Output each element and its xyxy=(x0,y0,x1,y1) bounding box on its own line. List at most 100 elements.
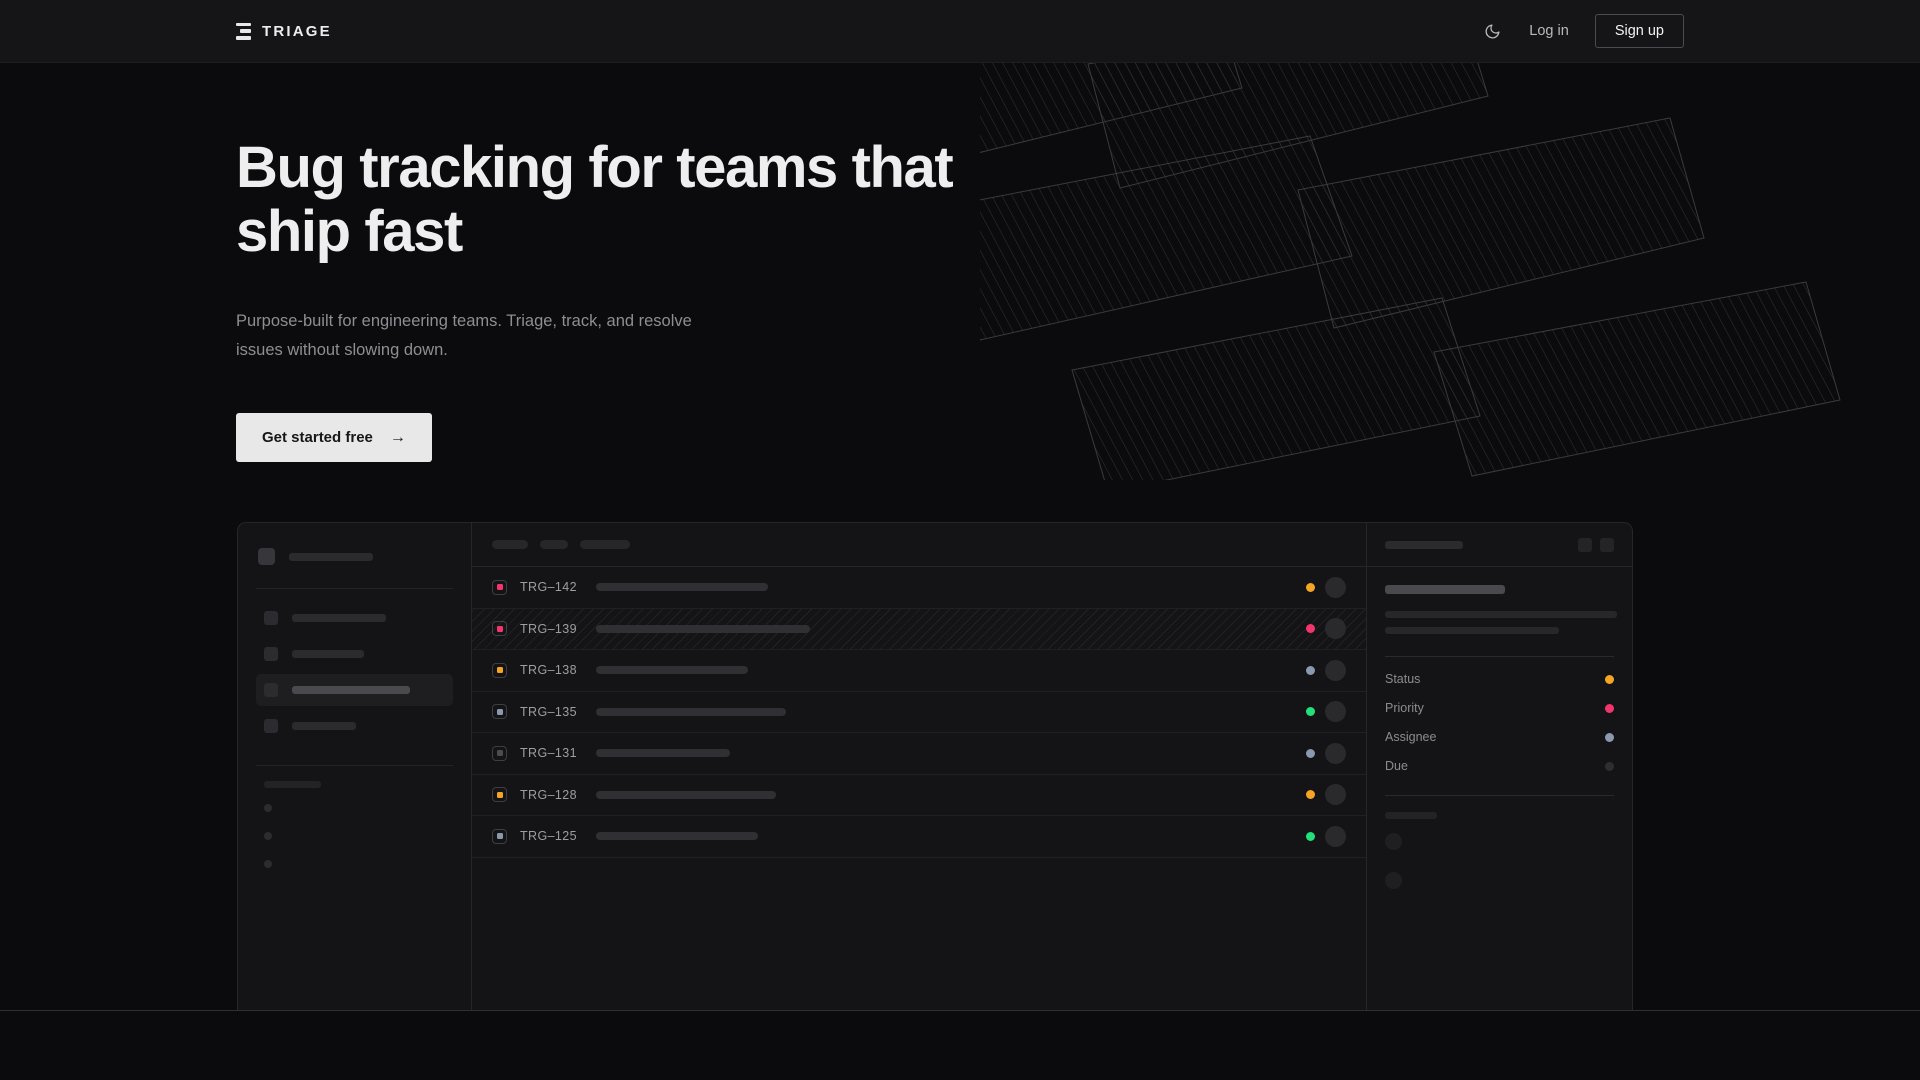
workspace-name-skeleton xyxy=(289,552,373,561)
detail-title-skeleton xyxy=(1385,540,1463,549)
sidebar-sub-item-0[interactable] xyxy=(256,794,453,822)
row-meta xyxy=(1306,618,1346,640)
issue-title-skeleton xyxy=(596,666,748,675)
workspace-header[interactable] xyxy=(256,539,453,565)
get-started-button[interactable]: Get started free → xyxy=(236,413,432,462)
severity-icon xyxy=(492,579,507,595)
severity-icon xyxy=(492,745,507,761)
sidebar-item-icon xyxy=(264,611,278,625)
avatar xyxy=(1325,742,1346,764)
detail-field-priority[interactable]: Priority xyxy=(1385,686,1614,715)
detail-field-value xyxy=(1605,703,1614,713)
issue-id: TRG–135 xyxy=(520,704,577,719)
issue-title-skeleton xyxy=(596,832,758,841)
table-row[interactable]: TRG–139 xyxy=(472,608,1366,650)
avatar xyxy=(1325,576,1346,598)
row-meta xyxy=(1306,659,1346,681)
nav-actions: Log in Sign up xyxy=(1481,14,1684,48)
status-badge xyxy=(1306,831,1315,841)
detail-divider xyxy=(1385,656,1614,657)
stacked-bars-logo-icon xyxy=(236,22,251,40)
avatar xyxy=(1325,825,1346,847)
issue-list-toolbar xyxy=(472,523,1366,567)
sidebar-item-0[interactable] xyxy=(256,602,453,634)
status-badge xyxy=(1306,790,1315,800)
detail-action-1[interactable] xyxy=(1578,537,1592,552)
row-meta xyxy=(1306,576,1346,598)
sidebar-item-1[interactable] xyxy=(256,638,453,670)
issue-title-skeleton xyxy=(596,749,730,758)
activity-avatar-1 xyxy=(1385,872,1402,889)
sidebar-sub-dot-icon xyxy=(264,860,272,868)
table-row[interactable]: TRG–135 xyxy=(472,692,1366,733)
row-meta xyxy=(1306,784,1346,806)
list-filter-chip-0[interactable] xyxy=(492,540,528,549)
table-row[interactable]: TRG–142 xyxy=(472,567,1366,609)
severity-icon xyxy=(492,621,507,637)
page-bottom-divider xyxy=(0,1010,1920,1011)
sidebar-item-icon xyxy=(264,719,278,733)
detail-heading-skeleton xyxy=(1385,585,1505,594)
issue-title-skeleton xyxy=(596,583,768,592)
severity-icon xyxy=(492,662,507,678)
detail-action-2[interactable] xyxy=(1600,537,1614,552)
row-meta xyxy=(1306,742,1346,764)
status-badge xyxy=(1306,624,1315,634)
table-row[interactable]: TRG–128 xyxy=(472,775,1366,816)
sidebar-sub-dot-icon xyxy=(264,804,272,812)
detail-field-assignee[interactable]: Assignee xyxy=(1385,715,1614,744)
severity-icon xyxy=(492,828,507,844)
activity-label-skeleton xyxy=(1385,812,1437,819)
table-row[interactable]: TRG–131 xyxy=(472,733,1366,775)
workspace-avatar-icon xyxy=(258,548,275,565)
activity-avatar-0 xyxy=(1385,833,1402,850)
row-meta xyxy=(1306,825,1346,847)
sidebar-sub-dot-icon xyxy=(264,832,272,840)
detail-field-status[interactable]: Status xyxy=(1385,657,1614,686)
detail-field-label: Priority xyxy=(1385,701,1424,715)
preview-sidebar xyxy=(238,523,472,1010)
issue-id: TRG–139 xyxy=(520,621,577,636)
issue-id: TRG–142 xyxy=(520,580,577,595)
issue-id: TRG–128 xyxy=(520,787,577,802)
hero-subheading: Purpose-built for engineering teams. Tri… xyxy=(236,312,692,359)
list-filter-chip-1[interactable] xyxy=(540,540,568,549)
arrow-right-icon: → xyxy=(389,428,406,446)
sidebar-item-label-skeleton xyxy=(292,650,364,658)
detail-actions xyxy=(1578,537,1614,552)
detail-body-skeleton-0 xyxy=(1385,611,1617,618)
detail-field-due[interactable]: Due xyxy=(1385,744,1614,773)
signup-button[interactable]: Sign up xyxy=(1594,14,1684,48)
detail-divider-2 xyxy=(1385,795,1614,796)
sidebar-item-icon xyxy=(264,647,278,661)
avatar xyxy=(1325,659,1346,681)
sidebar-item-3[interactable] xyxy=(256,710,453,742)
avatar xyxy=(1325,701,1346,723)
sidebar-item-2[interactable] xyxy=(256,674,453,706)
issue-id: TRG–131 xyxy=(520,746,577,761)
detail-field-label: Due xyxy=(1385,759,1408,773)
avatar xyxy=(1325,618,1346,640)
severity-icon xyxy=(492,704,507,720)
sidebar-sub-item-2[interactable] xyxy=(256,850,453,878)
issue-title-skeleton xyxy=(596,790,776,799)
table-row[interactable]: TRG–125 xyxy=(472,816,1366,858)
issue-title-skeleton xyxy=(596,624,810,633)
list-filter-chip-2[interactable] xyxy=(580,540,630,549)
status-badge xyxy=(1306,748,1315,758)
detail-field-label: Status xyxy=(1385,672,1421,686)
status-badge xyxy=(1306,582,1315,592)
moon-icon[interactable] xyxy=(1481,20,1503,42)
table-row[interactable]: TRG–138 xyxy=(472,650,1366,692)
issue-id: TRG–125 xyxy=(520,829,577,844)
login-link[interactable]: Log in xyxy=(1529,23,1569,39)
sidebar-sub-item-1[interactable] xyxy=(256,822,453,850)
brand-logo[interactable]: TRIAGE xyxy=(236,22,332,40)
top-navigation: TRIAGE Log in Sign up xyxy=(0,0,1920,63)
detail-field-value xyxy=(1605,674,1614,684)
hero-section: Bug tracking for teams that ship fast Pu… xyxy=(0,136,1920,462)
